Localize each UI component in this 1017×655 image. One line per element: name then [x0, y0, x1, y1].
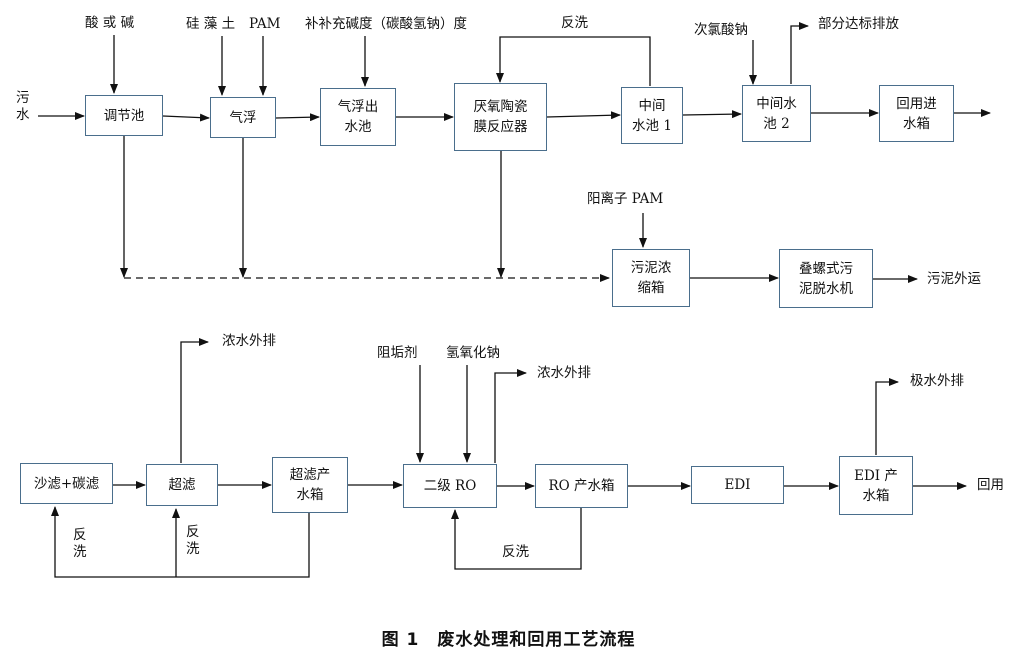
box-qifu: 气浮: [210, 97, 276, 138]
box-uf-tank: 超滤产 水箱: [272, 457, 348, 513]
label-backwash-ro: 反洗: [502, 544, 529, 560]
label-reuse: 回用: [977, 477, 1004, 493]
label-wastewater: 污 水: [16, 90, 30, 123]
label-partial-discharge: 部分达标排放: [818, 16, 899, 32]
box-reuse-tank: 回用进 水箱: [879, 85, 954, 142]
arrow-tiaojie-qifu: [162, 113, 210, 122]
label-alkalinity: 补补充碱度（碳酸氢钠）度: [305, 16, 467, 32]
label-conc-discharge-uf: 浓水外排: [222, 333, 276, 349]
arrow-backwash-loop: [51, 506, 310, 578]
arrow-mid1-mid2: [682, 110, 742, 119]
box-uf: 超滤: [146, 464, 218, 506]
arrow-backwash-top: [496, 36, 651, 86]
arrow-backwash-ro: [451, 508, 582, 570]
label-acid-base: 酸 或 碱: [85, 15, 135, 31]
box-tiaojie: 调节池: [85, 95, 163, 136]
box-reactor: 厌氧陶瓷 膜反应器: [454, 83, 547, 151]
arrow-partial-discharge: [790, 22, 809, 84]
box-qifu-out: 气浮出 水池: [320, 88, 396, 146]
arrow-uf-conc: [180, 338, 209, 463]
label-naoh: 氢氧化钠: [446, 345, 500, 361]
box-sand-carbon-filter: 沙滤+碳滤: [20, 463, 113, 504]
box-mid2: 中间水 池 2: [742, 85, 811, 142]
box-dewater: 叠螺式污 泥脱水机: [779, 249, 873, 308]
label-hypochlorite: 次氯酸钠: [694, 22, 748, 38]
label-diatomite: 硅 藻 土: [186, 16, 236, 32]
box-ro2: 二级 RO: [403, 464, 497, 508]
label-backwash-sand: 反 洗: [73, 527, 87, 560]
box-edi: EDI: [691, 466, 784, 504]
box-ro-tank: RO 产水箱: [535, 464, 628, 508]
label-backwash-top: 反洗: [561, 15, 588, 31]
label-scale-inhibitor: 阻垢剂: [377, 345, 418, 361]
label-conc-discharge-ro: 浓水外排: [537, 365, 591, 381]
figure-caption: 图 1 废水处理和回用工艺流程: [381, 630, 636, 650]
arrow-qifu-qifuout: [275, 113, 320, 122]
box-mid1: 中间 水池 1: [621, 87, 683, 144]
label-pam: PAM: [249, 16, 281, 32]
arrow-ro-conc: [494, 369, 527, 463]
label-sludge-out: 污泥外运: [927, 271, 981, 287]
box-sludge-thickener: 污泥浓 缩箱: [612, 249, 690, 307]
arrow-edi-polar: [875, 378, 899, 455]
label-polar-discharge: 极水外排: [910, 373, 964, 389]
label-backwash-uf: 反 洗: [186, 524, 200, 557]
arrow-reactor-mid1: [546, 111, 621, 120]
label-cationic-pam: 阳离子 PAM: [587, 191, 664, 207]
box-edi-tank: EDI 产 水箱: [839, 456, 913, 515]
